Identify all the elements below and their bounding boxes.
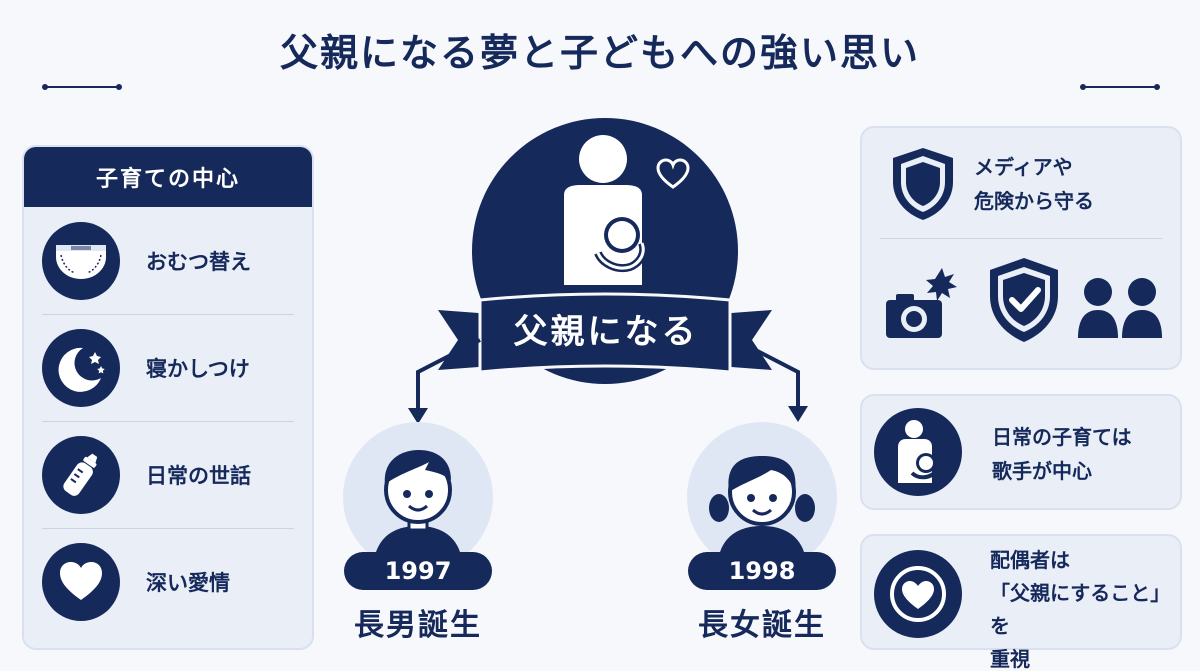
protect-card: メディアや 危険から守る — [860, 126, 1182, 370]
title-decoration-left — [42, 82, 122, 92]
spouse-text: 配偶者は 「父親にすること」を 重視 — [990, 544, 1180, 671]
spouse-line-1: 配偶者は — [990, 548, 1070, 572]
daily-line-2: 歌手が中心 — [992, 459, 1092, 483]
protect-line-1: メディアや — [974, 155, 1073, 179]
list-item-label: 深い愛情 — [146, 570, 230, 595]
shield-check-icon — [986, 256, 1062, 348]
daily-care-card: 日常の子育ては 歌手が中心 — [860, 394, 1182, 510]
parent-holding-baby-icon — [518, 125, 688, 299]
divider — [880, 238, 1162, 239]
baby-bottle-icon — [42, 435, 120, 514]
heart-outline-icon — [655, 158, 691, 194]
year-badge: 1997 — [344, 552, 492, 590]
protect-line-2: 危険から守る — [974, 189, 1094, 213]
page-title: 父親になる夢と子どもへの強い思い — [279, 31, 920, 75]
childcare-center-panel: 子育ての中心 おむつ替え 寝かしつけ — [22, 145, 314, 650]
branch-arrows — [380, 320, 820, 434]
shield-icon — [890, 146, 956, 226]
list-item-daily-care: 日常の世話 — [24, 421, 312, 528]
moon-stars-icon — [42, 328, 120, 407]
child-daughter: 1998 長女誕生 — [672, 422, 852, 644]
list-item-label: おむつ替え — [146, 249, 251, 274]
heart-icon — [42, 542, 120, 621]
daily-care-text: 日常の子育ては 歌手が中心 — [992, 420, 1132, 488]
child-son: 1997 長男誕生 — [328, 422, 508, 644]
year-badge: 1998 — [688, 552, 836, 590]
heart-icon — [874, 550, 962, 638]
children-icon — [1074, 274, 1166, 344]
spouse-card: 配偶者は 「父親にすること」を 重視 — [860, 534, 1182, 671]
panel-header: 子育ての中心 — [24, 147, 312, 207]
list-item-love: 深い愛情 — [24, 528, 312, 635]
diaper-icon — [42, 221, 120, 300]
list-item-diaper: おむつ替え — [24, 207, 312, 314]
child-label: 長女誕生 — [698, 608, 826, 643]
child-label: 長男誕生 — [354, 608, 482, 643]
ribbon-label: 父親になる — [513, 312, 699, 352]
list-item-sleep: 寝かしつけ — [24, 314, 312, 421]
protect-text: メディアや 危険から守る — [974, 150, 1094, 218]
parent-baby-icon — [874, 408, 962, 496]
camera-icon — [880, 266, 960, 344]
spouse-line-3: 重視 — [990, 647, 1030, 671]
title-decoration-right — [1080, 82, 1160, 92]
girl-icon — [687, 422, 837, 572]
list-item-label: 日常の世話 — [146, 463, 251, 488]
list-item-label: 寝かしつけ — [146, 356, 250, 381]
boy-icon — [343, 422, 493, 572]
spouse-line-2: 「父親にすること」を — [990, 581, 1171, 638]
daily-line-1: 日常の子育ては — [992, 425, 1132, 449]
